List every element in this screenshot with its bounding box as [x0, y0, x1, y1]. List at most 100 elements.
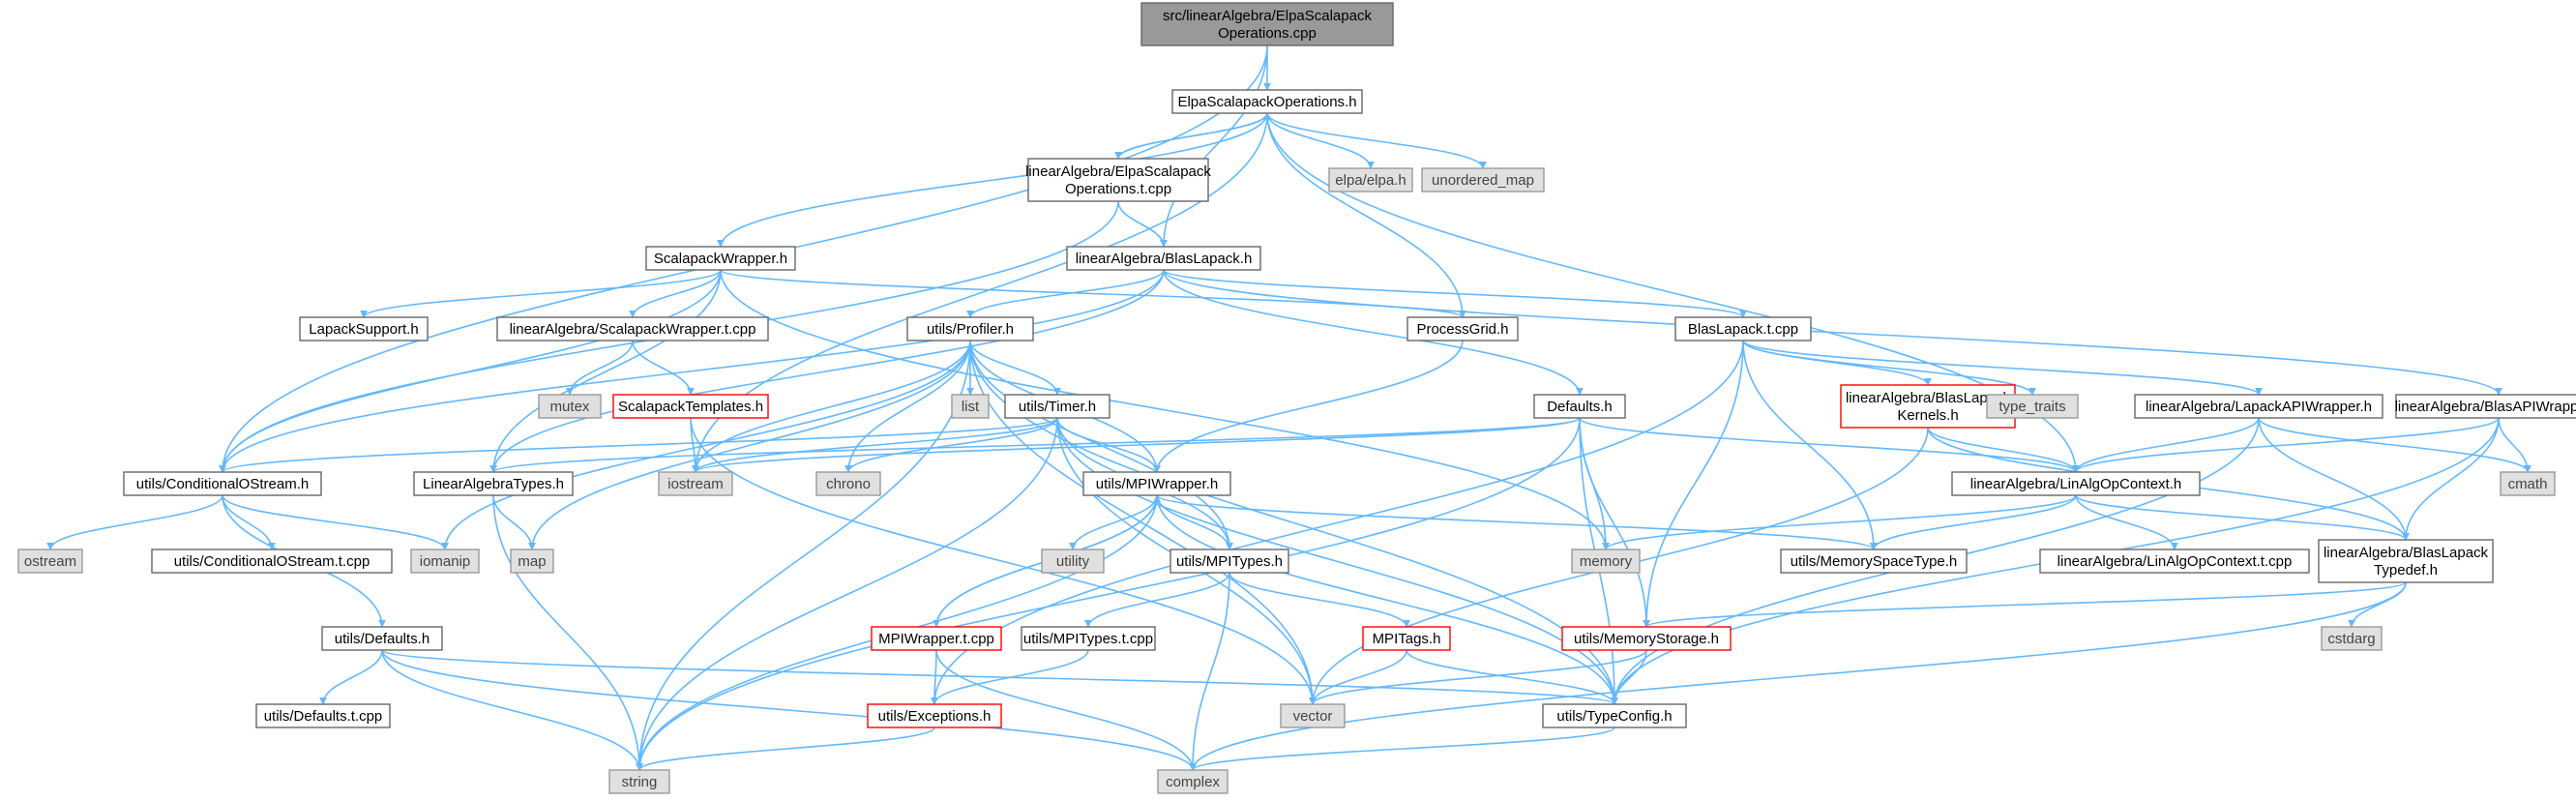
node-memory: memory: [1571, 549, 1641, 574]
node-defaults_h-box[interactable]: [1533, 394, 1626, 419]
edge-utils_defaults_h-to-complex: [381, 649, 1197, 771]
node-blas_api_wrapper-label-0: linearAlgebra/BlasAPIWrapper.h: [2395, 399, 2576, 415]
node-timer-box[interactable]: [1004, 394, 1110, 419]
edge-mpi_wrapper_h-to-utility: [1069, 494, 1158, 550]
node-utils_defaults_t[interactable]: utils/Defaults.t.cpp: [255, 703, 391, 728]
node-utils_defaults_h-box[interactable]: [321, 626, 443, 651]
node-scalapack_wrapper_t-box[interactable]: [496, 316, 769, 341]
edge-blas_api_wrapper-to-cmath: [2498, 417, 2532, 473]
node-scalapack_templates-label-0: ScalapackTemplates.h: [618, 399, 763, 415]
node-lapack_support[interactable]: LapackSupport.h: [299, 316, 429, 341]
edge-lin_alg_op_ctx-to-blaslapack_typedef: [2075, 494, 2410, 541]
node-lin_alg_op_ctx[interactable]: linearAlgebra/LinAlgOpContext.h: [1951, 471, 2201, 496]
node-lin_alg_op_ctx_t-box[interactable]: [2039, 549, 2310, 574]
node-blaslapack_t[interactable]: BlasLapack.t.cpp: [1674, 316, 1812, 341]
node-memory_storage-box[interactable]: [1561, 626, 1732, 651]
node-elpa_ops_t[interactable]: linearAlgebra/ElpaScalapackOperations.t.…: [1025, 158, 1211, 202]
node-iomanip-label-0: iomanip: [420, 553, 471, 570]
edge-scalapack_wrapper_h-to-memory: [720, 269, 1610, 550]
node-type_config-label-0: utils/TypeConfig.h: [1556, 708, 1672, 725]
node-lin_alg_op_ctx_t[interactable]: linearAlgebra/LinAlgOpContext.t.cpp: [2039, 549, 2310, 574]
node-mpi_types_t[interactable]: utils/MPITypes.t.cpp: [1021, 626, 1156, 651]
node-scalapack_wrapper_h-box[interactable]: [645, 246, 796, 271]
node-iomanip: iomanip: [410, 549, 480, 574]
edge-mpi_types_h-to-mpi_tags: [1229, 572, 1410, 628]
node-utils_defaults_t-box[interactable]: [255, 703, 391, 728]
node-mpi_wrapper_t[interactable]: MPIWrapper.t.cpp: [871, 626, 1002, 651]
node-scalapack_wrapper_t[interactable]: linearAlgebra/ScalapackWrapper.t.cpp: [496, 316, 769, 341]
node-process_grid-box[interactable]: [1406, 316, 1519, 341]
node-mpi_types_h[interactable]: utils/MPITypes.h: [1170, 549, 1289, 574]
node-blaslapack_h[interactable]: linearAlgebra/BlasLapack.h: [1066, 246, 1261, 271]
node-timer[interactable]: utils/Timer.h: [1004, 394, 1110, 419]
node-mpi_tags-box[interactable]: [1362, 626, 1451, 651]
node-blas_api_wrapper-box[interactable]: [2395, 394, 2576, 419]
node-memory_space_type-box[interactable]: [1780, 549, 1968, 574]
node-mpi_types_h-box[interactable]: [1170, 549, 1289, 574]
node-lin_alg_op_ctx-box[interactable]: [1951, 471, 2201, 496]
node-blas_api_wrapper[interactable]: linearAlgebra/BlasAPIWrapper.h: [2395, 394, 2576, 419]
edge-defaults_h-to-lin_alg_types: [489, 417, 1581, 473]
node-utils_defaults_t-label-0: utils/Defaults.t.cpp: [264, 708, 383, 725]
node-elpa_ops_h-box[interactable]: [1171, 89, 1363, 114]
node-blaslapack_t-box[interactable]: [1674, 316, 1812, 341]
edge-exceptions-to-string: [636, 727, 935, 771]
edge-blaslapack_h-to-lin_alg_types: [489, 269, 1165, 473]
node-lin_alg_types[interactable]: LinearAlgebraTypes.h: [413, 471, 574, 496]
node-elpa_ops_h[interactable]: ElpaScalapackOperations.h: [1171, 89, 1363, 114]
node-mpi_wrapper_h-box[interactable]: [1082, 471, 1231, 496]
edge-mpi_types_h-to-complex: [1189, 572, 1230, 771]
node-lapack_api_wrapper[interactable]: linearAlgebra/LapackAPIWrapper.h: [2134, 394, 2384, 419]
node-lapack_api_wrapper-box[interactable]: [2134, 394, 2384, 419]
node-profiler[interactable]: utils/Profiler.h: [906, 316, 1034, 341]
node-memory_storage[interactable]: utils/MemoryStorage.h: [1561, 626, 1732, 651]
edge-lapack_api_wrapper-to-lin_alg_op_ctx: [2072, 417, 2260, 473]
node-blaslapack_h-box[interactable]: [1066, 246, 1261, 271]
node-mpi_types_t-box[interactable]: [1021, 626, 1156, 651]
node-scalapack_wrapper_h[interactable]: ScalapackWrapper.h: [645, 246, 796, 271]
edge-profiler-to-map: [528, 340, 971, 550]
node-exceptions[interactable]: utils/Exceptions.h: [867, 703, 1002, 728]
node-blaslapack_typedef-label-1: Typedef.h: [2374, 562, 2438, 578]
node-lapack_support-box[interactable]: [299, 316, 429, 341]
node-cond_ostream_h-box[interactable]: [123, 471, 322, 496]
node-type_config-box[interactable]: [1542, 703, 1687, 728]
node-utils_defaults_h[interactable]: utils/Defaults.h: [321, 626, 443, 651]
node-lin_alg_types-box[interactable]: [413, 471, 574, 496]
node-cond_ostream_t[interactable]: utils/ConditionalOStream.t.cpp: [151, 549, 393, 574]
node-lapack_support-label-0: LapackSupport.h: [309, 321, 418, 338]
node-blaslapack_kernels-box[interactable]: [1840, 384, 2016, 429]
node-exceptions-box[interactable]: [867, 703, 1002, 728]
node-cond_ostream_t-box[interactable]: [151, 549, 393, 574]
node-type_traits: type_traits: [1986, 394, 2079, 419]
edge-blaslapack_h-to-defaults_h: [1163, 269, 1584, 396]
node-cond_ostream_h[interactable]: utils/ConditionalOStream.h: [123, 471, 322, 496]
node-vector-box: [1280, 703, 1346, 728]
node-scalapack_templates[interactable]: ScalapackTemplates.h: [612, 394, 769, 419]
node-string: string: [608, 769, 670, 794]
node-blaslapack_h-label-0: linearAlgebra/BlasLapack.h: [1076, 251, 1253, 267]
node-elpa_ops_t-label-0: linearAlgebra/ElpaScalapack: [1025, 163, 1211, 180]
node-root-box[interactable]: [1140, 2, 1394, 46]
nodes-layer: src/linearAlgebra/ElpaScalapackOperation…: [17, 2, 2576, 794]
node-elpa_ops_t-box[interactable]: [1027, 158, 1209, 202]
node-defaults_h-label-0: Defaults.h: [1547, 399, 1613, 415]
node-memory_space_type[interactable]: utils/MemorySpaceType.h: [1780, 549, 1968, 574]
node-mpi_wrapper_t-box[interactable]: [871, 626, 1002, 651]
edge-profiler-to-chrono: [844, 340, 971, 473]
node-blaslapack_typedef-box[interactable]: [2318, 539, 2494, 583]
node-blaslapack_t-label-0: BlasLapack.t.cpp: [1688, 321, 1798, 338]
node-defaults_h[interactable]: Defaults.h: [1533, 394, 1626, 419]
node-root[interactable]: src/linearAlgebra/ElpaScalapackOperation…: [1140, 2, 1394, 46]
node-process_grid[interactable]: ProcessGrid.h: [1406, 316, 1519, 341]
node-mpi_tags[interactable]: MPITags.h: [1362, 626, 1451, 651]
node-mpi_wrapper_h-label-0: utils/MPIWrapper.h: [1096, 476, 1218, 492]
node-list: list: [951, 394, 990, 419]
edge-blaslapack_h-to-blas_api_wrapper: [1163, 269, 2502, 396]
node-profiler-box[interactable]: [906, 316, 1034, 341]
node-mpi_wrapper_h[interactable]: utils/MPIWrapper.h: [1082, 471, 1231, 496]
node-type_config[interactable]: utils/TypeConfig.h: [1542, 703, 1687, 728]
node-scalapack_templates-box[interactable]: [612, 394, 769, 419]
